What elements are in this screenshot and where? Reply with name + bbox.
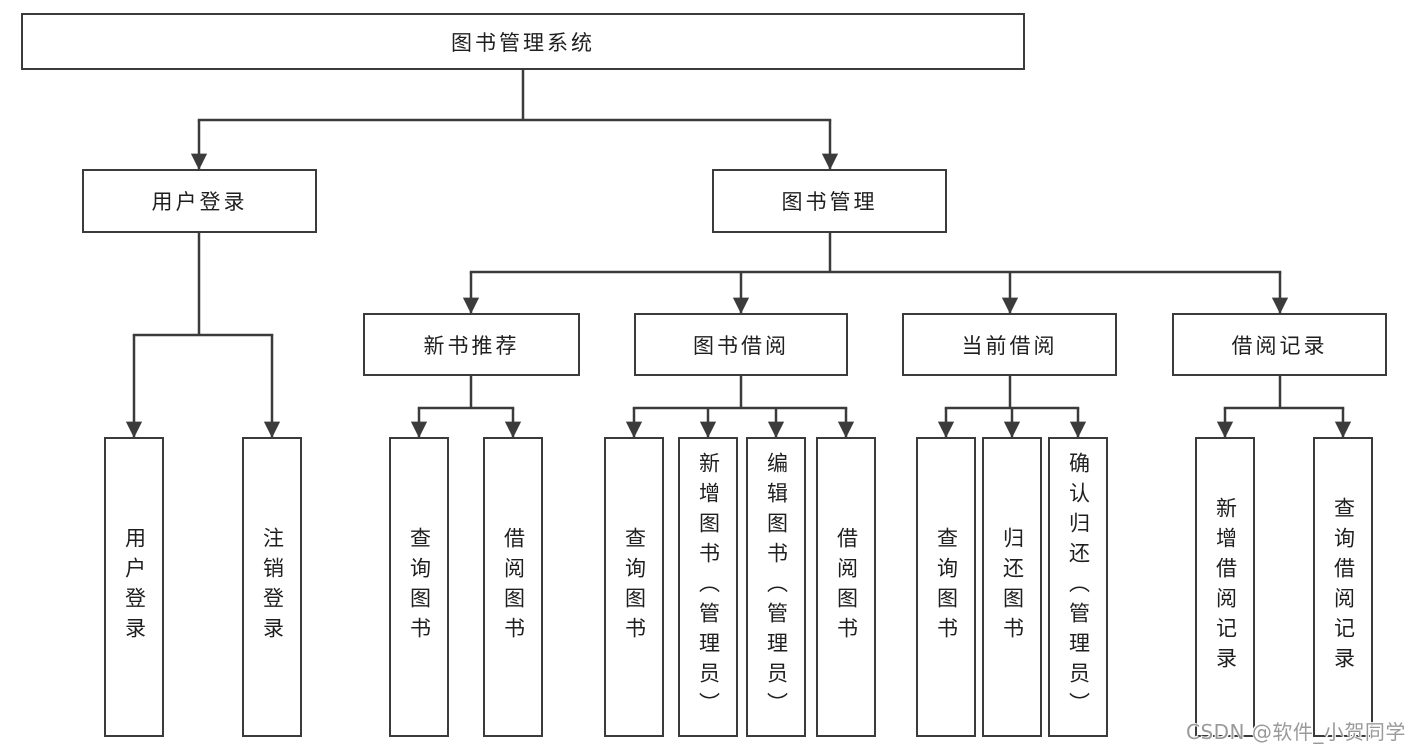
node-label: 归还图书: [1000, 527, 1025, 647]
leaf-query-borrow-record: 查询借阅记录: [1313, 437, 1373, 737]
node-label: 编辑图书（管理员）: [764, 452, 789, 722]
connector-user-login-children: [125, 233, 281, 438]
node-label: 新增图书（管理员）: [696, 452, 721, 722]
node-book-management: 图书管理: [712, 169, 947, 233]
node-label: 用户登录: [122, 527, 147, 647]
leaf-query-books-current: 查询图书: [916, 437, 976, 737]
csdn-watermark: CSDN @软件_小贺同学: [1186, 720, 1405, 744]
leaf-confirm-return-admin: 确认归还（管理员）: [1048, 437, 1108, 737]
leaf-return-book: 归还图书: [982, 437, 1042, 737]
node-library-management-system: 图书管理系统: [21, 13, 1025, 70]
node-label: 图书借阅: [693, 333, 789, 358]
node-label: 注销登录: [260, 527, 285, 647]
node-label: 借阅图书: [834, 527, 859, 647]
node-label: 新书推荐: [423, 333, 520, 358]
node-current-borrowing: 当前借阅: [902, 313, 1117, 376]
leaf-borrow-books: 借阅图书: [816, 437, 876, 737]
leaf-edit-book-admin: 编辑图书（管理员）: [746, 437, 806, 737]
node-label: 查询图书: [407, 527, 432, 647]
node-label: 图书管理: [781, 190, 878, 214]
leaf-logout: 注销登录: [242, 437, 302, 737]
leaf-add-borrow-record: 新增借阅记录: [1195, 437, 1255, 737]
leaf-query-books-recommend: 查询图书: [389, 437, 449, 737]
leaf-add-book-admin: 新增图书（管理员）: [678, 437, 738, 737]
leaf-query-books-borrow: 查询图书: [604, 437, 664, 737]
node-label: 借阅记录: [1231, 333, 1328, 358]
connector-book-management-children: [462, 233, 1289, 314]
connector-current-borrow-children: [937, 376, 1087, 438]
connector-root-to-level2: [190, 69, 839, 170]
node-label: 查询图书: [622, 527, 647, 647]
node-new-book-recommendation: 新书推荐: [363, 313, 580, 376]
node-label: 借阅图书: [501, 527, 526, 647]
node-user-login: 用户登录: [82, 169, 317, 233]
node-label: 新增借阅记录: [1213, 497, 1238, 677]
node-label: 当前借阅: [961, 333, 1058, 358]
node-label: 图书管理系统: [451, 30, 595, 55]
connector-borrow-record-children: [1216, 376, 1352, 438]
connector-book-borrow-children: [625, 376, 855, 438]
node-label: 查询借阅记录: [1331, 497, 1356, 677]
node-borrowing-records: 借阅记录: [1172, 313, 1387, 376]
connector-new-book-children: [410, 376, 522, 438]
node-label: 用户登录: [151, 190, 248, 214]
node-book-borrowing: 图书借阅: [634, 313, 848, 376]
node-label: 查询图书: [934, 527, 959, 647]
leaf-user-login: 用户登录: [104, 437, 164, 737]
leaf-borrow-books-recommend: 借阅图书: [483, 437, 543, 737]
node-label: 确认归还（管理员）: [1066, 452, 1091, 722]
